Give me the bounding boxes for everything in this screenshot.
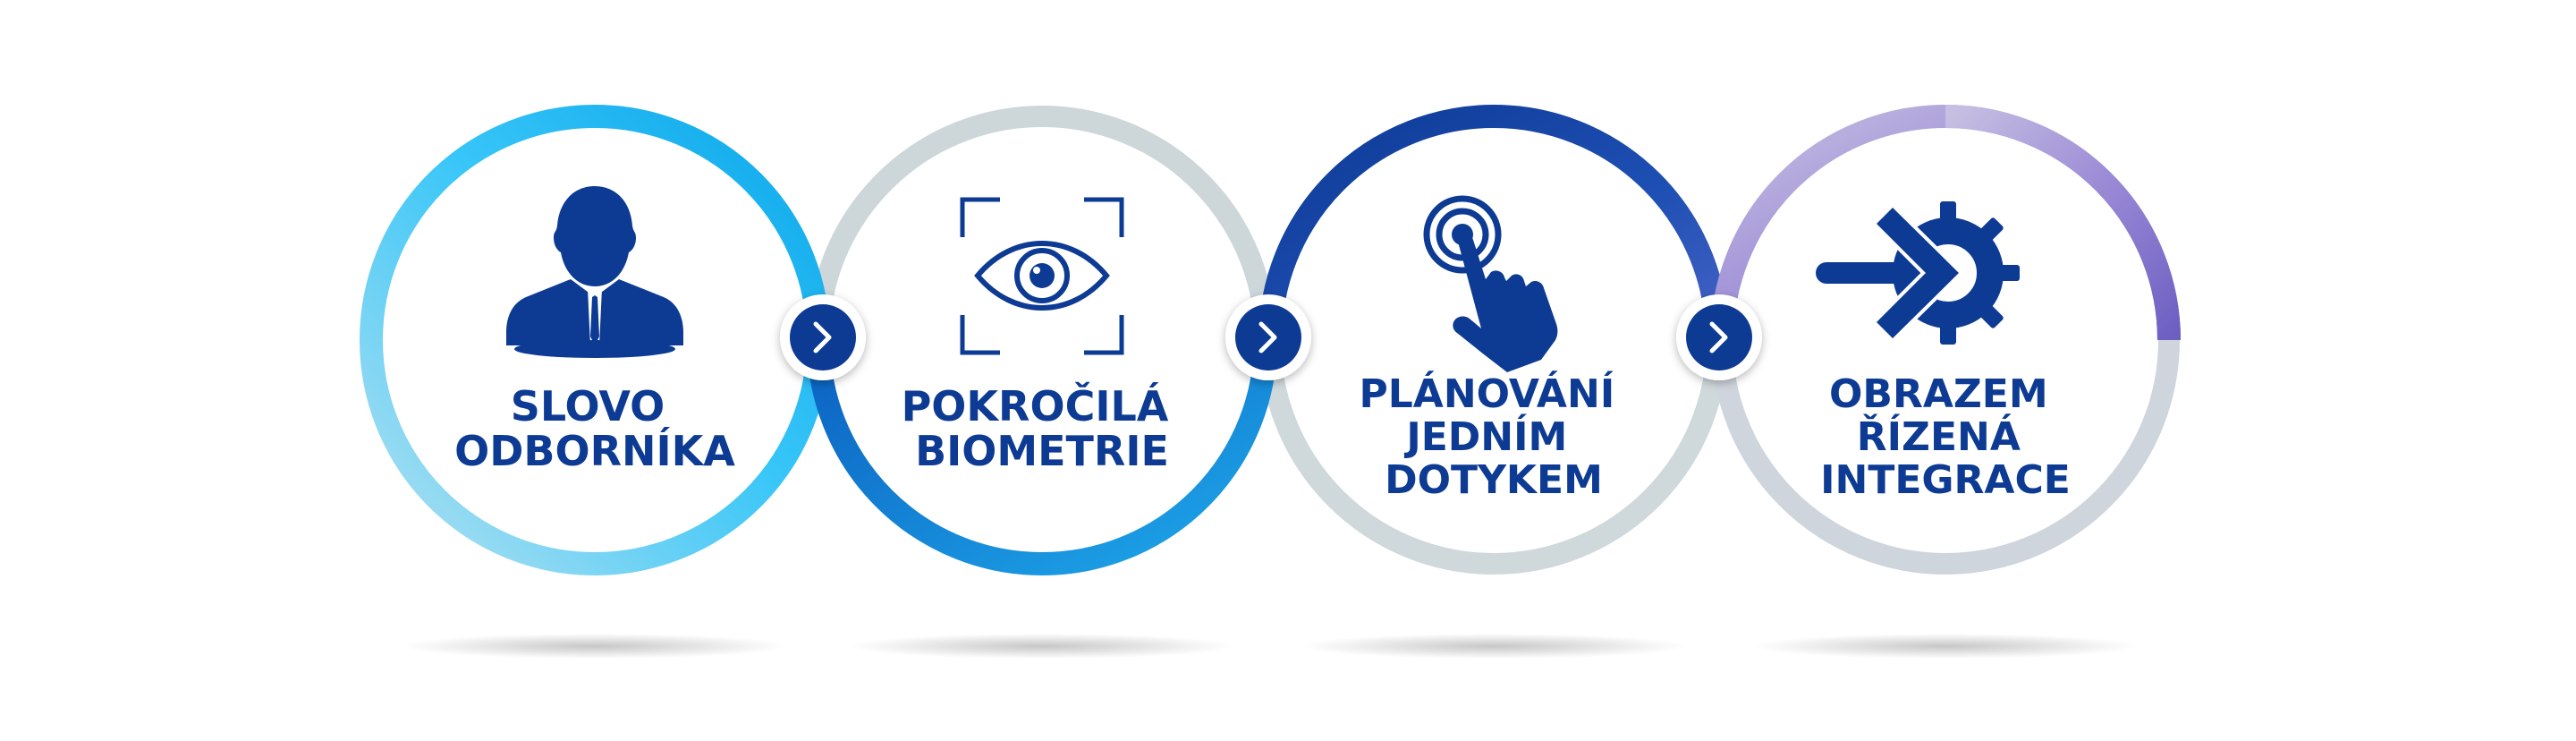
step-4-label: OBRAZEM ŘÍZENÁ INTEGRACE xyxy=(1820,371,2071,503)
floor-shadows xyxy=(402,634,2138,659)
ring-step-4-arc-top xyxy=(1945,105,2181,341)
step-3-label: PLÁNOVÁNÍ JEDNÍM DOTYKEM xyxy=(1359,370,1628,503)
businessman-icon xyxy=(506,186,683,358)
connector-1[interactable] xyxy=(780,294,866,380)
floor-shadow-3 xyxy=(1301,634,1686,659)
chevron-right-icon xyxy=(1258,321,1277,353)
step-labels: SLOVO ODBORNÍKA POKROČILÁ BIOMETRIE PLÁN… xyxy=(454,370,2071,503)
step-2-label: POKROČILÁ BIOMETRIE xyxy=(902,382,1183,475)
chevron-right-icon xyxy=(1709,321,1728,353)
chevron-right-icon xyxy=(813,321,832,353)
ring-step-3-arc xyxy=(1258,105,1729,341)
connector-2[interactable] xyxy=(1225,294,1311,380)
ring-step-2-arc xyxy=(807,339,1277,575)
connector-3[interactable] xyxy=(1676,294,1762,380)
arrow-gear-icon xyxy=(1816,201,2020,345)
touch-icon xyxy=(1423,195,1558,372)
step-1-label: SLOVO ODBORNÍKA xyxy=(454,382,735,475)
floor-shadow-1 xyxy=(402,634,787,659)
floor-shadow-4 xyxy=(1753,634,2138,659)
eye-scan-icon xyxy=(960,197,1124,355)
floor-shadow-2 xyxy=(850,634,1234,659)
